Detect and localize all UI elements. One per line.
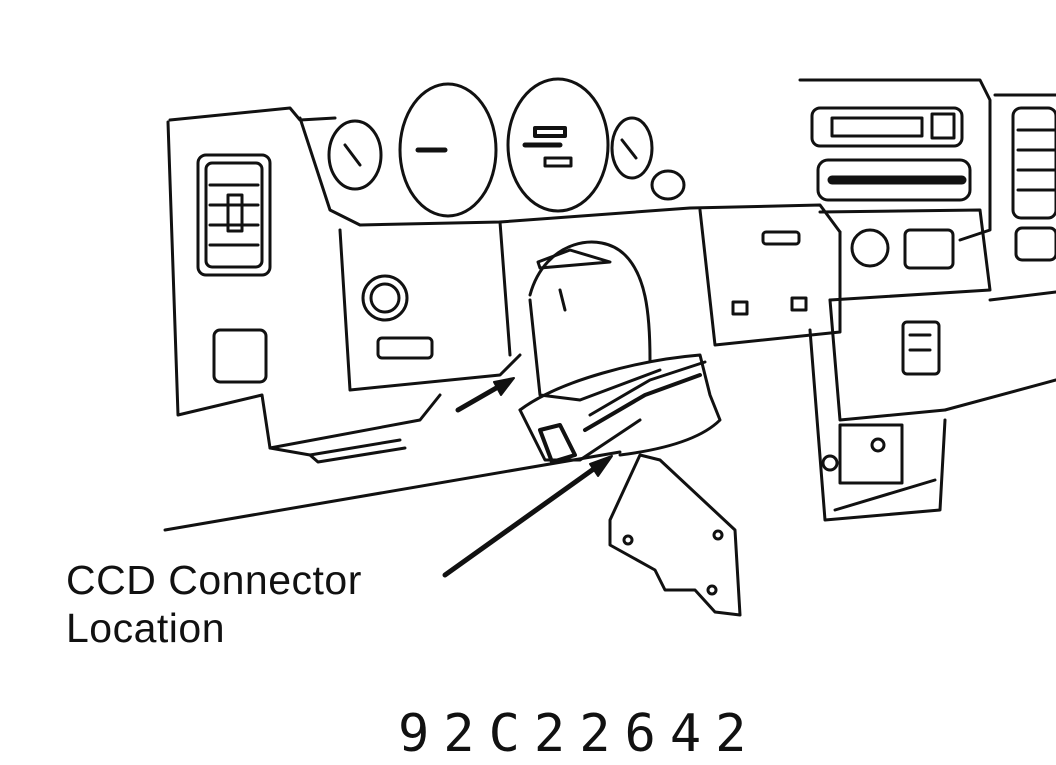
- radio-stack: [798, 78, 992, 522]
- right-switch-panel: [731, 230, 808, 316]
- callout-line-1: CCD Connector: [66, 557, 362, 603]
- left-air-vent: [196, 153, 272, 384]
- headlamp-switch-panel: [361, 274, 434, 360]
- right-air-vent: [943, 93, 1056, 412]
- arrow-icon: [455, 377, 515, 413]
- dash-panel: [163, 106, 842, 532]
- figure-id: 92C22642: [398, 704, 761, 764]
- arrow-icon: [442, 455, 613, 578]
- connector-bracket: [518, 353, 742, 617]
- instrument-cluster: [327, 77, 686, 218]
- callout-line-2: Location: [66, 605, 226, 652]
- callout-label: CCD Connector Location: [66, 556, 466, 653]
